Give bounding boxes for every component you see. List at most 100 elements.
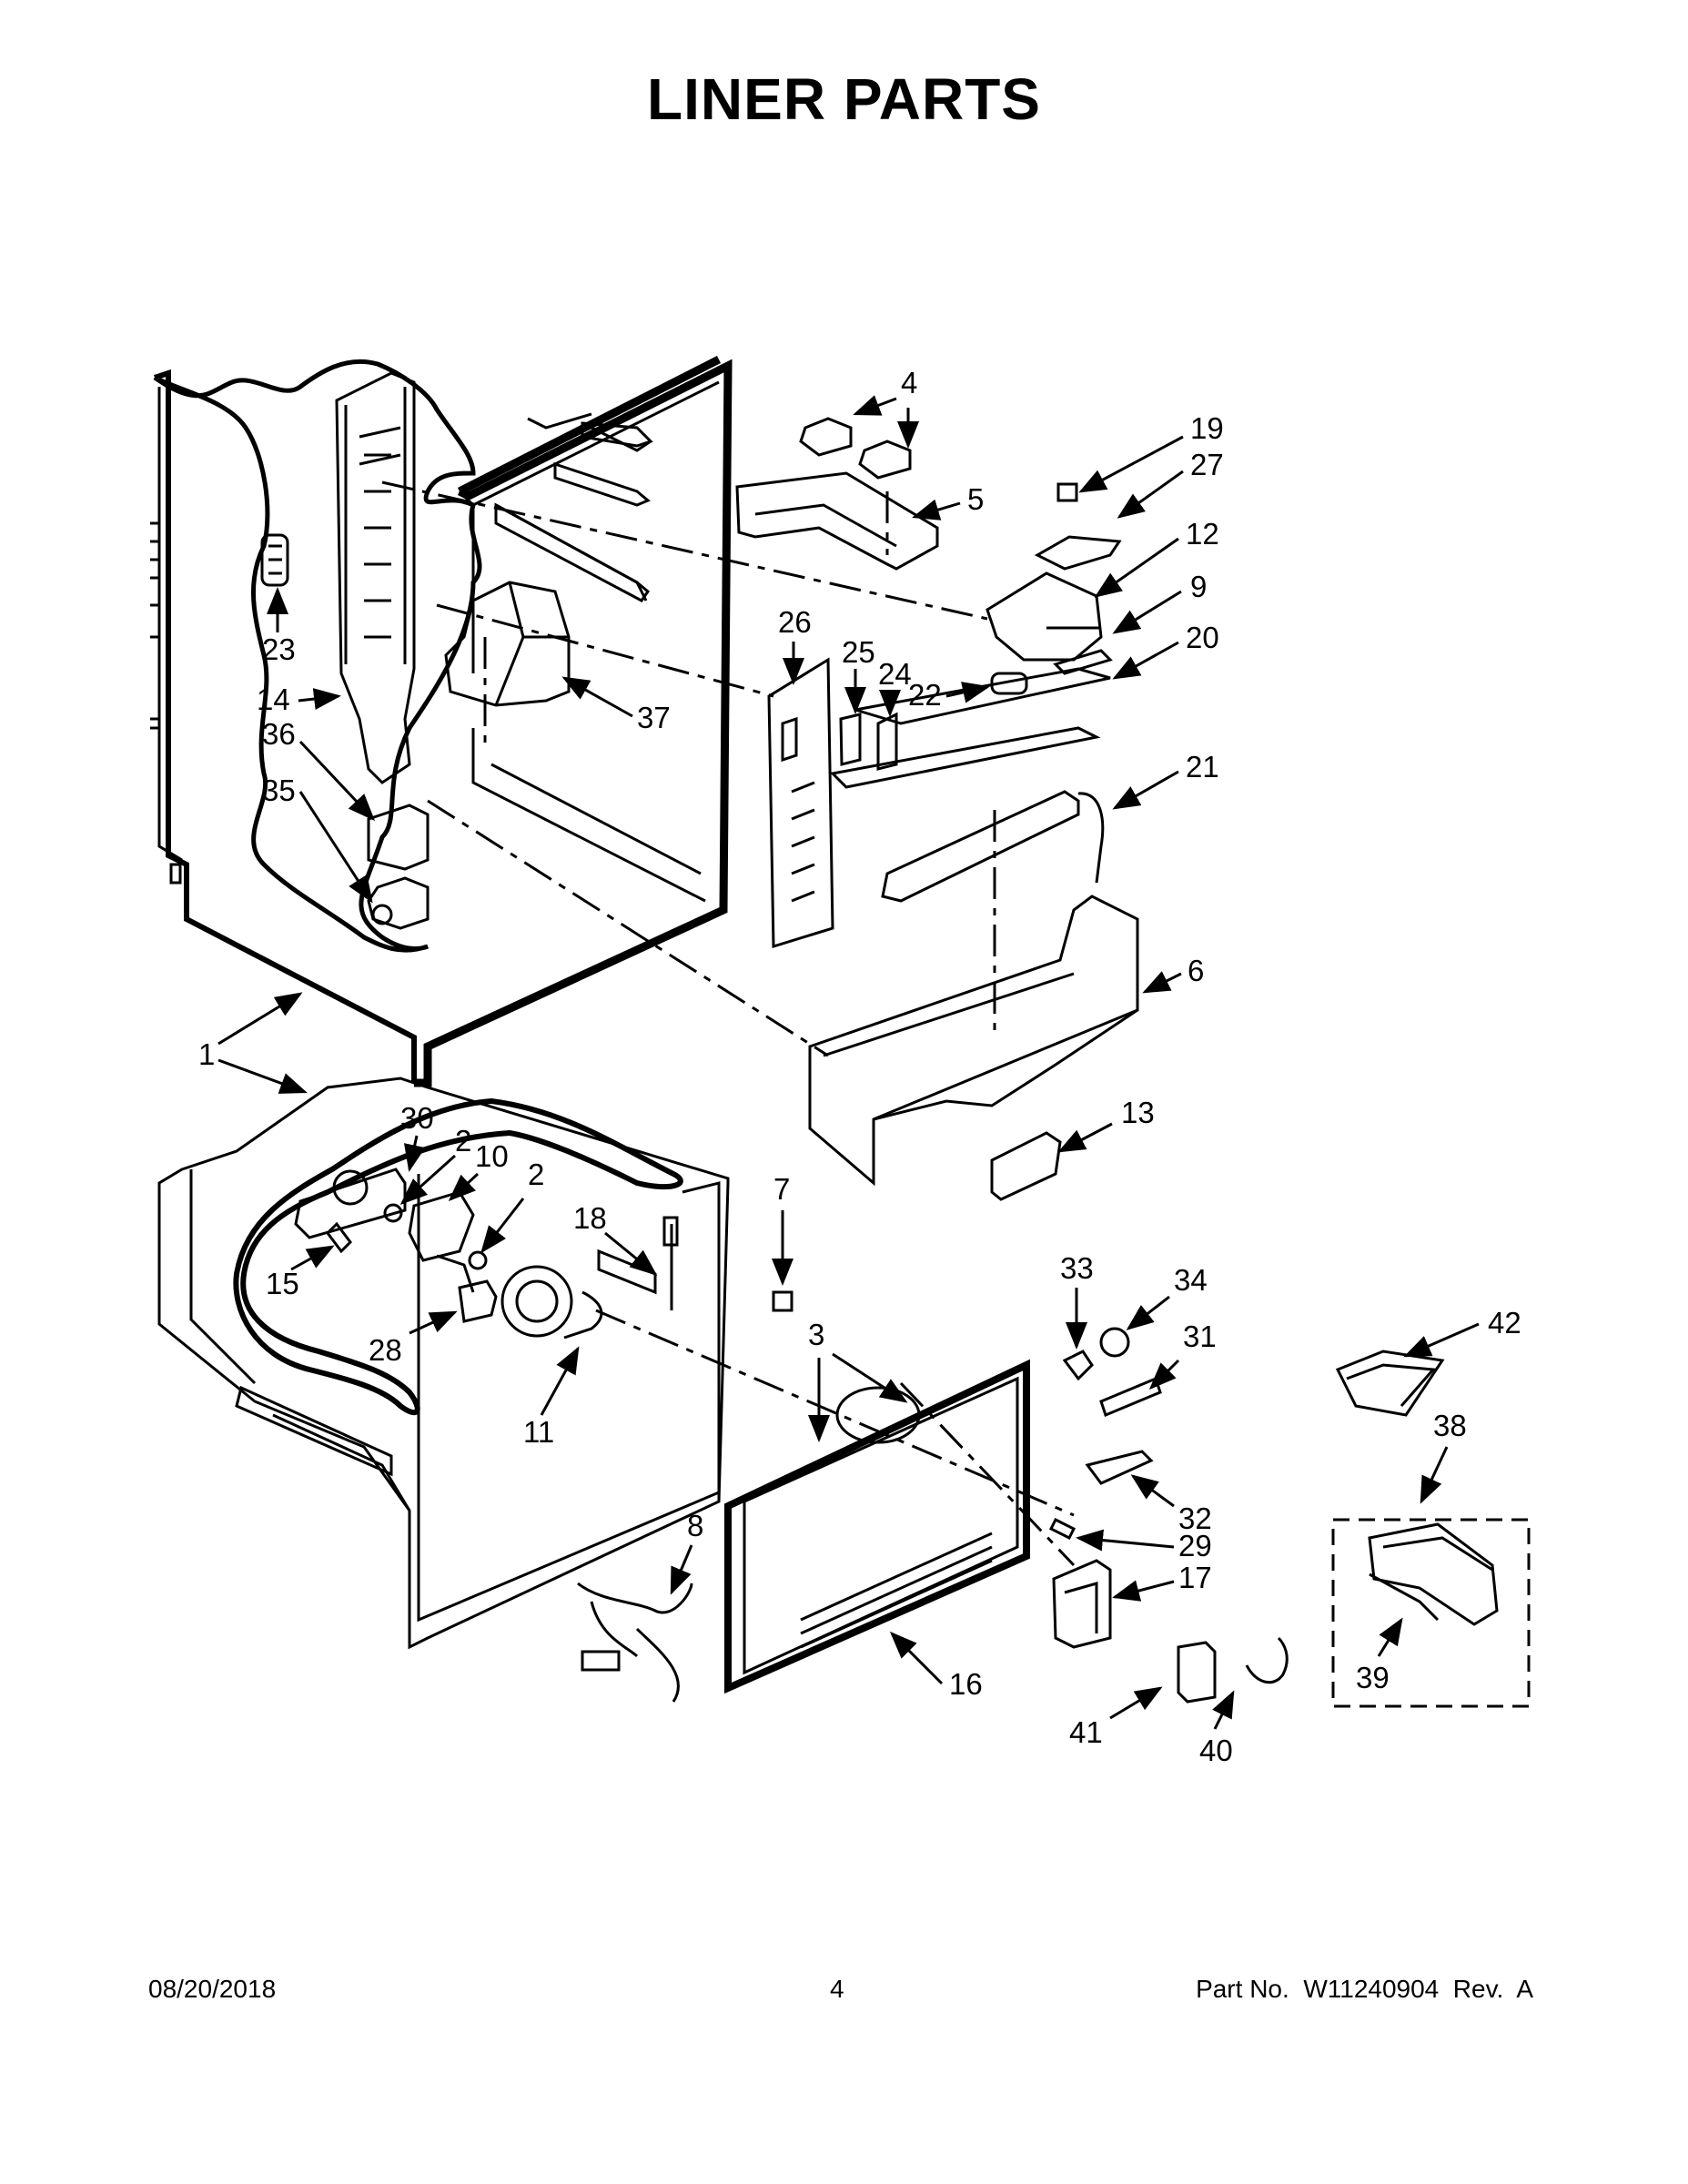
cutaway-outline <box>153 359 482 953</box>
callout-label: 15 <box>266 1267 299 1300</box>
part-36-35-housing <box>367 804 430 930</box>
callout-label: 25 <box>842 635 875 669</box>
callout-1: 1 <box>198 992 308 1094</box>
callout-22: 22 <box>908 678 990 712</box>
footer-part-info: Part No. W11240904 Rev. A <box>1196 1975 1533 2003</box>
callout-label: 2 <box>528 1158 544 1191</box>
callout-16: 16 <box>889 1631 983 1701</box>
callout-label: 20 <box>1186 621 1219 654</box>
part-6-crisper-cover <box>808 895 1139 1187</box>
callout-label: 2 <box>455 1124 471 1158</box>
assembly-lines <box>381 480 1076 1567</box>
shelf-rails <box>494 421 653 602</box>
callout-label: 17 <box>1178 1561 1212 1594</box>
part-13-cover-plate <box>990 1131 1062 1201</box>
callout-11: 11 <box>523 1346 580 1449</box>
callout-label: 8 <box>687 1509 703 1542</box>
callout-33: 33 <box>1060 1251 1094 1350</box>
callout-label: 9 <box>1190 570 1207 603</box>
callout-40: 40 <box>1199 1690 1235 1767</box>
callout-35: 35 <box>262 774 373 904</box>
callout-label: 30 <box>400 1101 434 1135</box>
part-17-bracket <box>1052 1559 1112 1649</box>
part-37-air-tower <box>444 581 571 707</box>
callout-29: 29 <box>1076 1529 1212 1562</box>
callout-18: 18 <box>573 1201 658 1276</box>
callout-42: 42 <box>1403 1306 1521 1358</box>
callout-label: 6 <box>1188 954 1204 987</box>
part-42-ice-bin <box>1335 1350 1445 1417</box>
callout-label: 10 <box>475 1139 509 1173</box>
callout-19: 19 <box>1078 411 1224 493</box>
callout-5: 5 <box>912 482 984 521</box>
callout-label: 14 <box>257 682 290 716</box>
callout-label: 1 <box>198 1037 215 1071</box>
callout-label: 27 <box>1190 448 1224 481</box>
callouts: 1 2 2 3 4 5 6 7 8 9 10 11 12 13 <box>198 366 1521 1767</box>
callout-label: 35 <box>262 774 296 807</box>
callout-label: 16 <box>949 1667 983 1701</box>
part-16-door-panel <box>743 1376 1019 1675</box>
callout-label: 4 <box>901 366 917 399</box>
callout-label: 34 <box>1174 1263 1208 1297</box>
callout-2: 2 <box>480 1158 544 1254</box>
page-title: LINER PARTS <box>647 66 1041 132</box>
callout-label: 40 <box>1199 1734 1233 1767</box>
callout-10: 10 <box>448 1139 509 1202</box>
part-12-9-damper <box>986 571 1113 675</box>
callout-label: 33 <box>1060 1251 1094 1285</box>
part-20-cover <box>829 667 1111 789</box>
callout-4: 4 <box>853 366 919 449</box>
callout-7: 7 <box>772 1172 793 1286</box>
callout-label: 21 <box>1186 750 1219 784</box>
part-25-24-grilles <box>839 712 898 771</box>
callout-8: 8 <box>670 1509 703 1595</box>
footer-page-number: 4 <box>830 1975 844 2003</box>
callout-label: 7 <box>773 1172 790 1206</box>
part-23-bracket <box>260 533 289 587</box>
callout-36: 36 <box>262 717 376 822</box>
callout-label: 39 <box>1356 1661 1390 1694</box>
callout-label: 28 <box>369 1333 402 1367</box>
callout-label: 3 <box>808 1318 824 1351</box>
callout-label: 12 <box>1186 517 1219 551</box>
callout-30: 30 <box>400 1101 434 1172</box>
callout-17: 17 <box>1112 1561 1212 1602</box>
callout-20: 20 <box>1112 621 1219 680</box>
callout-label: 22 <box>908 678 942 712</box>
callout-label: 31 <box>1183 1320 1217 1353</box>
callout-label: 36 <box>262 717 296 751</box>
part-27-19-switch <box>1034 482 1122 571</box>
callout-label: 23 <box>262 632 296 666</box>
control-column <box>335 371 416 784</box>
callout-label: 32 <box>1178 1502 1212 1535</box>
part-26-control-panel <box>767 657 834 949</box>
callout-label: 11 <box>523 1415 554 1449</box>
callout-label: 19 <box>1190 411 1224 445</box>
part-28-connector <box>458 1279 498 1323</box>
part-3-freezer-door-gasket <box>724 1359 1030 1694</box>
callout-label: 18 <box>573 1201 607 1235</box>
callout-15: 15 <box>266 1245 335 1300</box>
callout-41: 41 <box>1069 1686 1163 1749</box>
callout-label: 5 <box>967 482 984 516</box>
callout-24: 24 <box>878 657 912 717</box>
callout-32: 32 <box>1130 1474 1212 1535</box>
part-11-fan-shroud <box>500 1265 603 1340</box>
callout-14: 14 <box>257 682 341 716</box>
callout-label: 38 <box>1433 1409 1467 1442</box>
part-5-shelf-frame <box>735 471 939 571</box>
callout-31: 31 <box>1148 1320 1217 1390</box>
part-41-block <box>1177 1641 1217 1704</box>
part-40-wire <box>1245 1636 1289 1684</box>
evaporator-fan-assembly <box>294 1168 488 1270</box>
part-8-wire-harness <box>577 1582 693 1703</box>
callout-label: 26 <box>778 605 812 639</box>
callout-21: 21 <box>1112 750 1219 810</box>
callout-label: 37 <box>637 701 671 734</box>
callout-label: 24 <box>878 657 912 691</box>
part-18-heater <box>597 1216 679 1310</box>
freezer-gasket <box>233 1097 683 1416</box>
callout-label: 29 <box>1178 1529 1212 1562</box>
